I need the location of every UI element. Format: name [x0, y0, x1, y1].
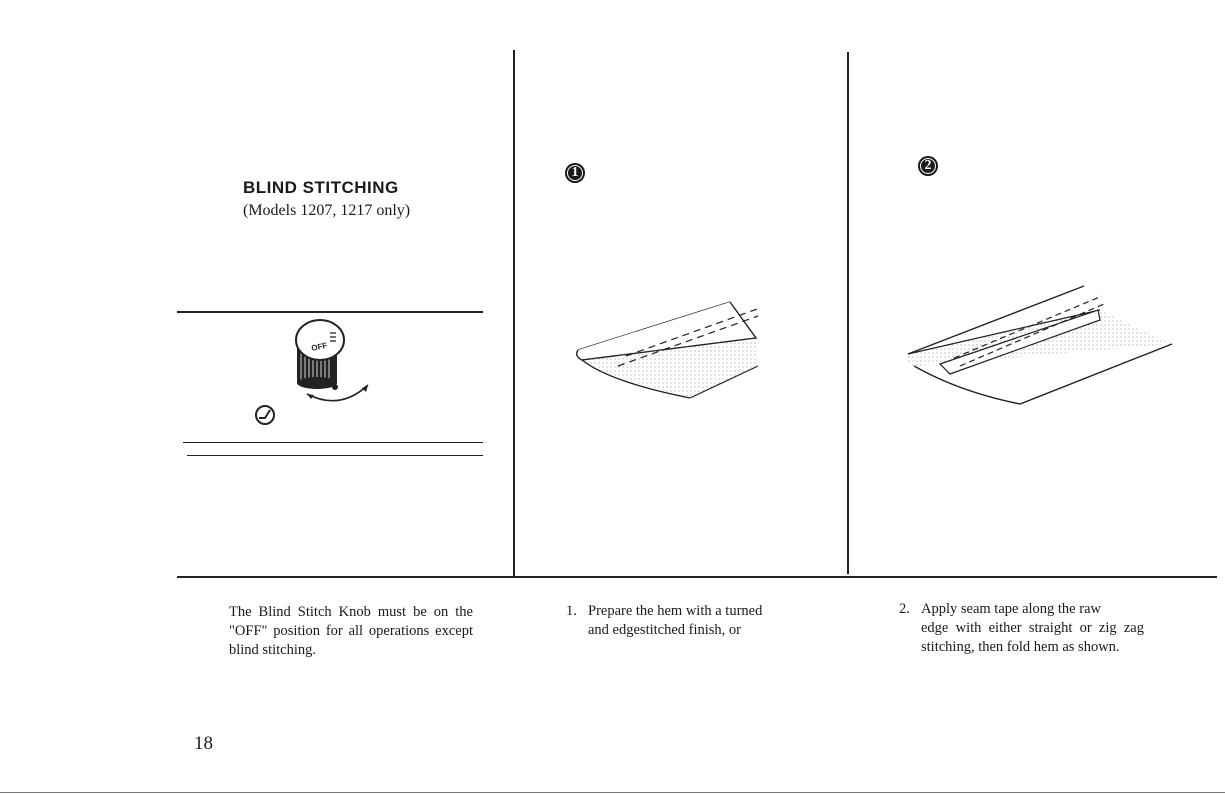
step-1-badge: 1 [565, 163, 585, 183]
page-number: 18 [194, 733, 213, 754]
blind-stitch-knob-illustration: OFF [295, 319, 369, 402]
step-2-number: 2. [899, 601, 910, 617]
column-divider-1 [513, 50, 515, 576]
panel-line-b [187, 455, 483, 456]
bottom-rule [177, 576, 1217, 578]
page-bottom-rule [0, 792, 1225, 793]
blind-stitch-symbol-icon [255, 405, 275, 425]
column-divider-2 [847, 52, 849, 574]
section-title: BLIND STITCHING [243, 178, 399, 197]
turned-hem-illustration [575, 301, 761, 399]
knob-note-text: The Blind Stitch Knob must be on the "OF… [229, 604, 473, 658]
seam-tape-hem-illustration [906, 285, 1173, 405]
panel-top-line [177, 311, 483, 313]
step-2-rest: edge with either straight or zig zag sti… [921, 620, 1144, 655]
step-1-text: 1. Prepare the hem with a turned and edge… [566, 602, 816, 640]
step-2-line: Apply seam tape along the raw [921, 601, 1101, 617]
panel-line-a [183, 442, 483, 443]
knob-off-label: OFF [311, 341, 329, 353]
step-2-badge: 2 [918, 156, 938, 176]
step-1-number: 1. [566, 603, 577, 619]
section-subtitle: (Models 1207, 1217 only) [243, 202, 411, 219]
step-1-rest: and edgestitched finish, or [588, 622, 742, 638]
step-1-line: Prepare the hem with a turned [588, 603, 763, 619]
step-2-text: 2. Apply seam tape along the raw edge wit… [899, 600, 1144, 657]
